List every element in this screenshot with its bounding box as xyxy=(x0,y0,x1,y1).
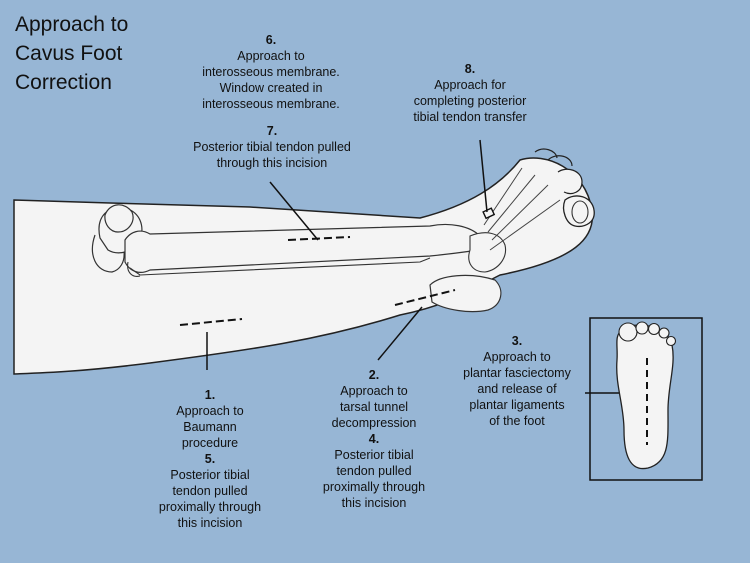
label-3: 3. Approach to plantar fasciectomy and r… xyxy=(463,334,571,428)
label-1-5: 1. Approach to Baumann procedure 5. Post… xyxy=(158,388,262,530)
leg-outline xyxy=(13,157,594,375)
incision-1 xyxy=(179,318,243,326)
diagram-title: Approach to Cavus Foot Correction xyxy=(15,13,129,94)
sole-toe-2 xyxy=(635,321,649,335)
toe-2 xyxy=(557,168,583,195)
fibula-head xyxy=(127,261,141,277)
sole-inset-frame xyxy=(589,317,703,481)
patella xyxy=(104,204,134,233)
toenail-1 xyxy=(571,200,589,224)
leader-8 xyxy=(479,139,488,213)
toe-3 xyxy=(547,155,573,167)
metatarsals xyxy=(483,167,561,251)
incision-2 xyxy=(394,289,456,306)
sole-toe-1 xyxy=(618,322,638,342)
label-7: 7. Posterior tibial tendon pulled throug… xyxy=(193,124,351,170)
label-6: 6. Approach to interosseous membrane. Wi… xyxy=(202,33,340,111)
femur-shaft xyxy=(91,234,125,273)
sole-toe-3 xyxy=(647,322,661,336)
label-8: 8. Approach for completing posterior tib… xyxy=(413,62,527,124)
leader-2 xyxy=(377,306,423,361)
incision-7 xyxy=(287,236,351,241)
sole-toe-5 xyxy=(665,335,677,347)
fibula xyxy=(129,257,431,276)
toe-4 xyxy=(534,148,558,159)
sole-outline xyxy=(616,324,674,470)
heel xyxy=(429,274,502,313)
ankle-bones xyxy=(468,232,507,273)
label-2-4: 2. Approach to tarsal tunnel decompressi… xyxy=(322,368,426,510)
leader-7 xyxy=(269,181,319,241)
sole-toe-4 xyxy=(658,327,670,339)
